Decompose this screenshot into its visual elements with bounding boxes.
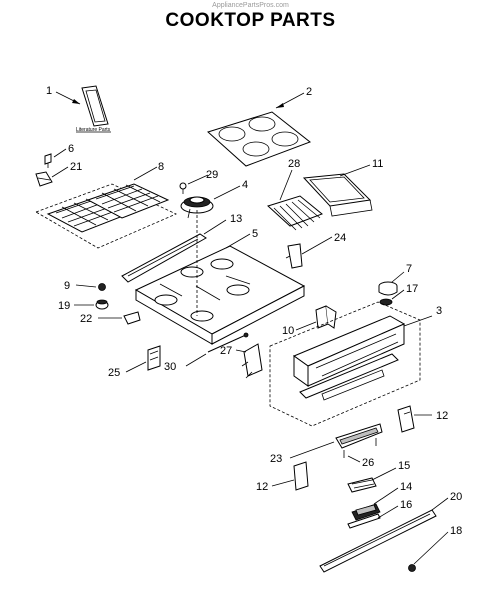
- callout-19: 19: [58, 300, 70, 312]
- part-1-literature[interactable]: Literature Parts: [76, 85, 111, 133]
- callout-14: 14: [400, 481, 412, 493]
- callout-25: 25: [108, 367, 120, 379]
- part-16-strip[interactable]: [347, 513, 381, 529]
- part-23-trim[interactable]: [335, 423, 383, 449]
- callout-1: 1: [46, 85, 52, 97]
- callout-29: 29: [206, 169, 218, 181]
- callout-10: 10: [282, 325, 294, 337]
- part-9-screw[interactable]: [98, 283, 106, 291]
- part-28-grill-grate[interactable]: [267, 169, 323, 231]
- callout-4: 4: [242, 179, 248, 191]
- part-4-burner[interactable]: [180, 196, 214, 219]
- part-10-bracket[interactable]: [315, 305, 337, 329]
- callout-20: 20: [450, 491, 462, 503]
- callout-30: 30: [164, 361, 176, 373]
- part-6-screw[interactable]: [44, 153, 52, 168]
- part-7-knob[interactable]: [378, 281, 398, 296]
- callout-18: 18: [450, 525, 462, 537]
- callout-23: 23: [270, 453, 282, 465]
- part-12-bracket-right[interactable]: [397, 405, 415, 433]
- callout-26: 26: [362, 457, 374, 469]
- part-22-clip[interactable]: [123, 311, 141, 325]
- callout-8: 8: [158, 161, 164, 173]
- watermark: AppliancePartsPros.com: [212, 2, 289, 9]
- callout-7: 7: [406, 263, 412, 275]
- part-25-panel[interactable]: [147, 345, 161, 371]
- part-21-clip[interactable]: [35, 171, 53, 187]
- callout-12-left: 12: [256, 481, 268, 493]
- callout-5: 5: [252, 228, 258, 240]
- part-17-knob-insert[interactable]: [379, 298, 393, 306]
- callout-12-right: 12: [436, 410, 448, 422]
- callout-28: 28: [288, 158, 300, 170]
- callout-22: 22: [80, 313, 92, 325]
- callout-16: 16: [400, 499, 412, 511]
- part-12-bracket-left[interactable]: [293, 461, 309, 491]
- part-2-cooktop-top[interactable]: [207, 111, 312, 167]
- callout-13: 13: [230, 213, 242, 225]
- part-24-bracket[interactable]: [285, 243, 303, 269]
- callout-3: 3: [436, 305, 442, 317]
- callout-15: 15: [398, 460, 410, 472]
- literature-parts-label: Literature Parts: [76, 127, 111, 133]
- callout-17: 17: [406, 283, 418, 295]
- part-30-rod[interactable]: [207, 332, 249, 353]
- callout-6: 6: [68, 143, 74, 155]
- callout-9: 9: [64, 280, 70, 292]
- page-title: COOKTOP PARTS: [165, 10, 336, 31]
- part-19-knob-base[interactable]: [95, 299, 109, 310]
- callout-2: 2: [306, 86, 312, 98]
- callout-labels: 1 2 3 4 5 6 7 8 9 10 11 12 12 13 14 15 1…: [46, 85, 462, 537]
- part-8-grates[interactable]: [35, 183, 177, 249]
- part-3-control-panel[interactable]: [269, 301, 421, 427]
- callout-21: 21: [70, 161, 82, 173]
- part-5-cooktop-base[interactable]: [134, 245, 306, 345]
- part-27-bracket[interactable]: [241, 343, 263, 379]
- part-14-switch-board[interactable]: [351, 503, 381, 521]
- callout-24: 24: [334, 232, 346, 244]
- part-15-switch[interactable]: [347, 477, 377, 493]
- part-13-trim-strip[interactable]: [121, 233, 207, 283]
- part-20-trim-rod[interactable]: [319, 509, 437, 573]
- callout-27: 27: [220, 345, 232, 357]
- callout-11: 11: [372, 158, 383, 170]
- part-26-screws[interactable]: [343, 438, 377, 458]
- part-18-nut[interactable]: [408, 564, 416, 572]
- part-11-griddle[interactable]: [302, 173, 373, 217]
- part-29-screw[interactable]: [179, 182, 187, 194]
